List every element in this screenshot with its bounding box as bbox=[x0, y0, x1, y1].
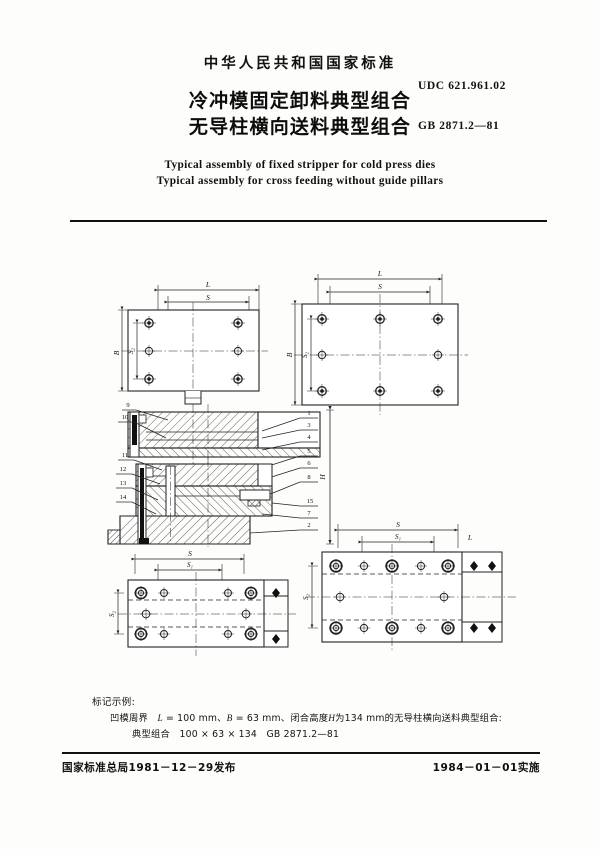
view-bottom-right: S S₁ L S₂ bbox=[302, 520, 516, 650]
svg-text:L: L bbox=[377, 269, 382, 278]
svg-text:8: 8 bbox=[307, 474, 310, 481]
svg-text:13: 13 bbox=[120, 480, 127, 487]
section-lower: 11 12 13 14 bbox=[107, 452, 273, 547]
issue-date: 国家标准总局1981－12－29发布 bbox=[62, 762, 236, 774]
svg-text:1: 1 bbox=[307, 410, 310, 417]
title-chinese-line-1: 冷冲模固定卸料典型组合 bbox=[188, 90, 412, 112]
marking-line2-spec: 100 × 63 × 134 bbox=[179, 729, 257, 740]
title-english-line-1: Typical assembly of fixed stripper for c… bbox=[164, 159, 436, 171]
svg-text:H: H bbox=[318, 474, 327, 481]
view-top-right: L S B S₂ bbox=[285, 269, 468, 415]
marking-heading: 标记示例: bbox=[92, 697, 136, 708]
svg-text:S₂: S₂ bbox=[127, 347, 135, 354]
svg-text:12: 12 bbox=[120, 466, 127, 473]
marking-line-1: 凹模周界 L = 100 mm、B = 63 mm、闭合高度H为134 mm的无… bbox=[92, 711, 562, 727]
view-bottom-left: S S₁ S₂ bbox=[108, 549, 296, 656]
technical-drawing: L S B S₂ bbox=[0, 252, 600, 672]
effective-date: 1984－01－01实施 bbox=[432, 762, 540, 774]
title-chinese: 冷冲模固定卸料典型组合 无导柱横向送料典型组合 bbox=[0, 88, 600, 140]
svg-text:S₁: S₁ bbox=[395, 533, 401, 541]
svg-text:S: S bbox=[396, 520, 400, 529]
svg-text:S₂: S₂ bbox=[108, 610, 116, 617]
view-top-left: L S B S₂ bbox=[112, 280, 268, 405]
svg-text:S₂: S₂ bbox=[301, 351, 309, 358]
document-footer: 国家标准总局1981－12－29发布 1984－01－01实施 bbox=[62, 760, 540, 780]
marking-line2-prefix: 典型组合 bbox=[132, 729, 170, 740]
marking-line1-prefix: 凹模周界 bbox=[110, 713, 148, 724]
svg-text:S: S bbox=[378, 282, 382, 291]
svg-text:L: L bbox=[467, 534, 472, 542]
national-standard-header: 中华人民共和国国家标准 bbox=[203, 56, 397, 72]
title-chinese-line-2: 无导柱横向送料典型组合 bbox=[188, 116, 412, 138]
svg-text:9: 9 bbox=[126, 402, 129, 409]
marking-line1-tail: 为134 mm的无导柱横向送料典型组合: bbox=[335, 713, 502, 724]
svg-text:11: 11 bbox=[122, 452, 128, 459]
svg-text:6: 6 bbox=[307, 460, 311, 467]
udc-code: UDC 621.961.02 bbox=[418, 80, 506, 92]
svg-text:S: S bbox=[206, 293, 210, 302]
marking-example: 标记示例: 凹模周界 L = 100 mm、B = 63 mm、闭合高度H为13… bbox=[92, 694, 562, 742]
marking-line1-eq2: = 63 mm、闭合高度 bbox=[232, 713, 329, 724]
header-divider-rule bbox=[70, 220, 547, 223]
svg-text:S₁: S₁ bbox=[187, 561, 193, 569]
section-upper: 9 10 bbox=[118, 402, 321, 467]
marking-symbol-L: L bbox=[157, 714, 163, 724]
drawing-canvas: L S B S₂ bbox=[107, 269, 516, 656]
marking-line1-eq1: = 100 mm、 bbox=[162, 713, 227, 724]
document-header: 中华人民共和国国家标准 冷冲模固定卸料典型组合 无导柱横向送料典型组合 Typi… bbox=[0, 0, 600, 230]
svg-text:10: 10 bbox=[122, 414, 129, 421]
svg-text:15: 15 bbox=[307, 498, 314, 505]
svg-text:L: L bbox=[205, 280, 210, 289]
title-english-line-2: Typical assembly for cross feeding witho… bbox=[156, 174, 444, 187]
svg-text:S: S bbox=[188, 549, 192, 558]
marking-symbol-H: H bbox=[328, 714, 336, 724]
title-english: Typical assembly of fixed stripper for c… bbox=[0, 158, 600, 189]
svg-text:2: 2 bbox=[307, 522, 310, 529]
svg-text:4: 4 bbox=[307, 434, 311, 441]
svg-text:S₂: S₂ bbox=[302, 593, 310, 600]
svg-text:B: B bbox=[285, 352, 294, 357]
standard-number: GB 2871.2—81 bbox=[418, 120, 500, 132]
marking-line-2: 典型组合 100 × 63 × 134 GB 2871.2—81 bbox=[92, 727, 562, 742]
svg-text:7: 7 bbox=[307, 510, 311, 517]
svg-text:5: 5 bbox=[307, 448, 310, 455]
svg-text:3: 3 bbox=[307, 422, 310, 429]
marking-line2-standard: GB 2871.2—81 bbox=[266, 729, 340, 740]
marking-symbol-B: B bbox=[226, 714, 233, 724]
svg-text:B: B bbox=[112, 350, 121, 355]
footer-divider-rule bbox=[62, 752, 540, 755]
svg-text:14: 14 bbox=[120, 494, 127, 501]
